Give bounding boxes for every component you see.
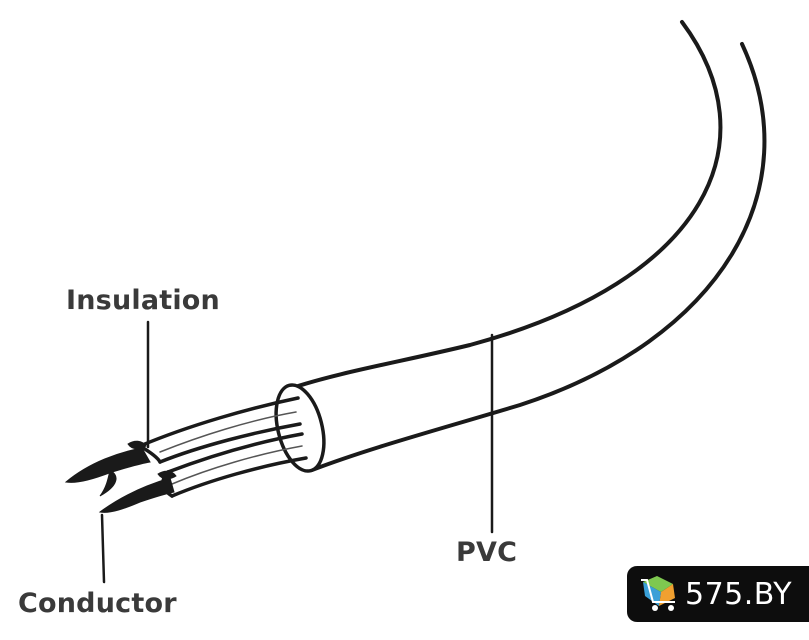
leader-line-conductor bbox=[100, 513, 106, 584]
insulated-wire-lower-top bbox=[166, 432, 304, 474]
insulated-wire-upper-bottom bbox=[158, 422, 302, 464]
label-conductor: Conductor bbox=[18, 588, 177, 619]
pvc-jacket-top-edge bbox=[290, 20, 723, 390]
label-insulation: Insulation bbox=[66, 285, 220, 316]
insulated-wire-upper-top bbox=[138, 396, 300, 448]
cart-icon bbox=[641, 576, 675, 611]
conductor-lower bbox=[98, 477, 175, 513]
conductor-upper-tip bbox=[127, 440, 147, 450]
conductor-strand-fray bbox=[99, 469, 117, 497]
insulated-wire-lower-bottom bbox=[170, 456, 308, 498]
watermark-badge: 575.BY bbox=[627, 566, 809, 622]
conductor-lower-tip bbox=[157, 470, 177, 480]
wire-strand-line-1 bbox=[159, 411, 297, 453]
pvc-jacket-bottom-edge bbox=[310, 42, 767, 472]
pvc-jacket-end bbox=[274, 383, 326, 473]
label-pvc: PVC bbox=[456, 537, 518, 568]
conductor-upper bbox=[64, 447, 151, 483]
wire-strand-line-2 bbox=[171, 445, 303, 485]
watermark-text: 575.BY bbox=[685, 576, 793, 612]
